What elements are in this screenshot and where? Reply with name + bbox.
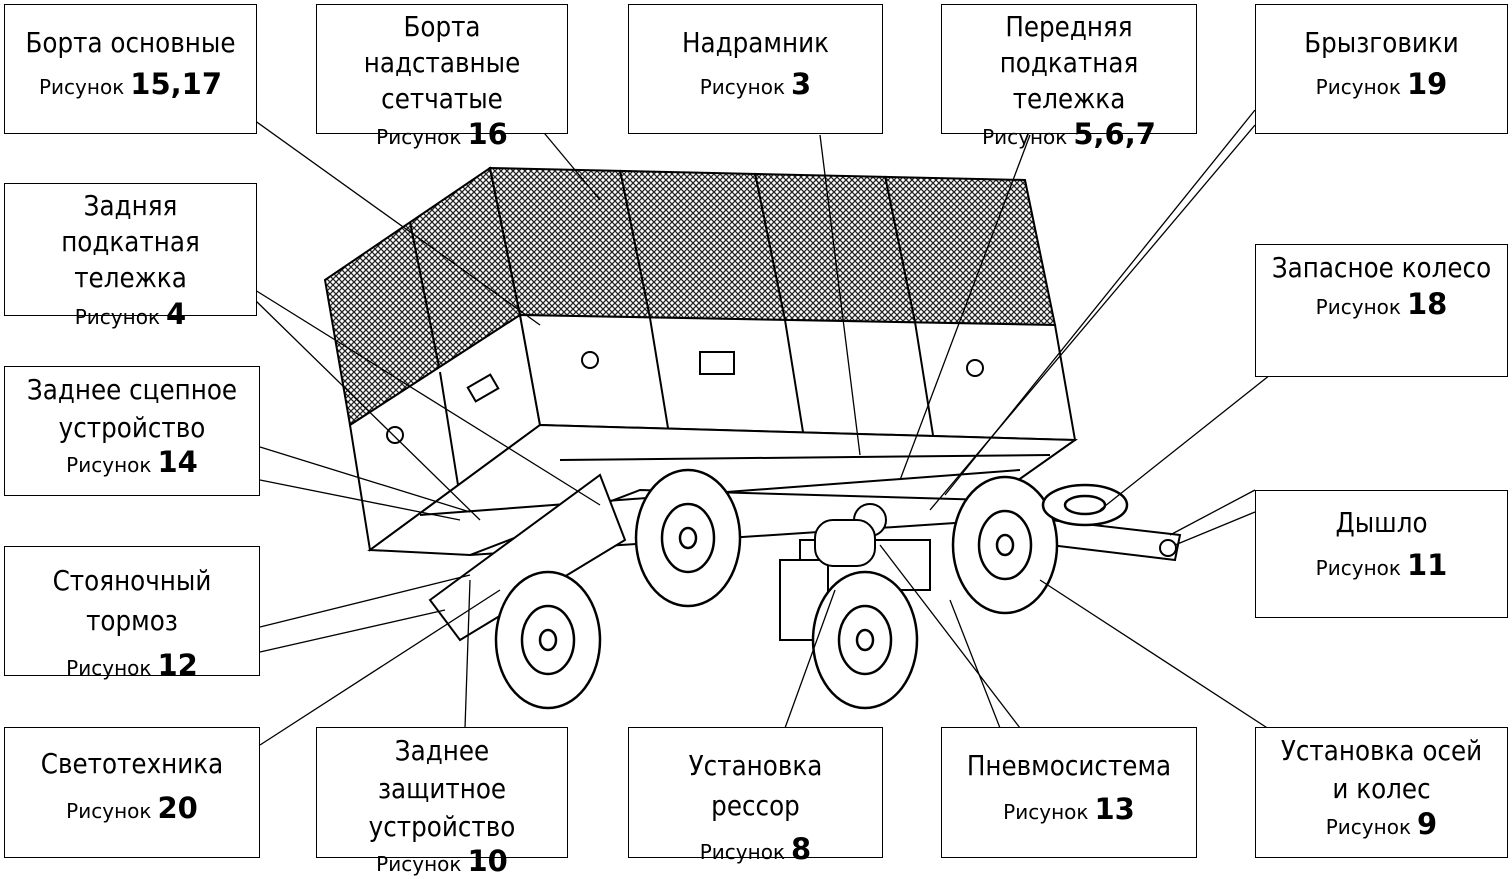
- callout-title: Установка рессор: [688, 749, 823, 822]
- callout-title: Задняя подкатная тележка: [61, 189, 200, 294]
- callout-title: Заднее защитное устройство: [368, 734, 516, 843]
- callout-title: Надрамник: [681, 26, 829, 59]
- callout-title: Пневмосистема: [966, 749, 1172, 782]
- callout-title: Дышло: [1335, 506, 1428, 539]
- mesh-side-rails: [323, 166, 1057, 427]
- main-side-boards: [348, 313, 1077, 552]
- callout-title: Светотехника: [40, 747, 224, 780]
- leader-lines: [239, 109, 1276, 746]
- callout-title: Передняя подкатная тележка: [999, 10, 1139, 115]
- callout-title: Брызговики: [1304, 26, 1459, 59]
- callout-title: Запасное колесо: [1271, 251, 1492, 284]
- callout-title: Борта надставные сетчатые: [363, 10, 521, 115]
- callout-title: Борта основные: [25, 26, 236, 59]
- wheels: [494, 468, 1129, 710]
- callout-title: Стояночный тормоз: [52, 564, 212, 637]
- callout-title: Установка осей и колес: [1280, 734, 1483, 805]
- callout-title: Заднее сцепное устройство: [26, 373, 238, 444]
